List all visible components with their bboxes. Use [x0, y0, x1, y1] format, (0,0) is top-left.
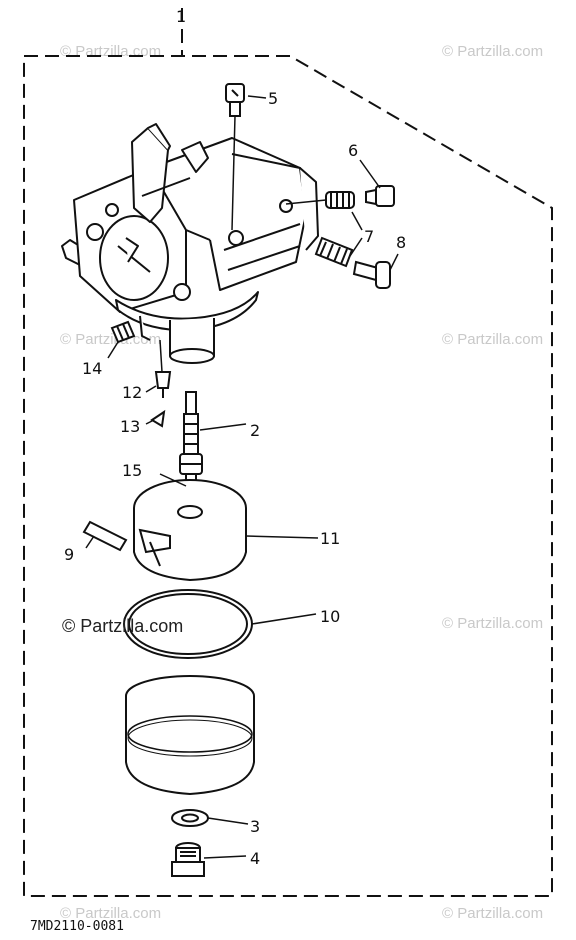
callout-9: 9 — [64, 545, 74, 564]
part-11-float — [133, 479, 247, 582]
part-6-screw — [365, 185, 395, 207]
part-8-screw — [352, 260, 391, 289]
part-14-screw — [110, 320, 136, 344]
assembly-boundary — [23, 8, 553, 897]
watermark-mid-right: © Partzilla.com — [442, 331, 543, 348]
callout-13: 13 — [120, 417, 140, 436]
part-3-washer — [171, 809, 209, 827]
callout-7: 7 — [364, 227, 374, 246]
callout-1: 1 — [176, 7, 186, 26]
watermark-mid-left: © Partzilla.com — [60, 331, 161, 348]
carburetor-body — [61, 123, 319, 364]
callout-4: 4 — [250, 849, 260, 868]
callout-11: 11 — [320, 529, 340, 548]
watermark-lower-right: © Partzilla.com — [442, 615, 543, 632]
watermark-main: © Partzilla.com — [62, 616, 183, 636]
leader-lines — [85, 95, 399, 859]
callout-12: 12 — [122, 383, 142, 402]
callout-15: 15 — [122, 461, 142, 480]
callout-5: 5 — [268, 89, 278, 108]
callout-14: 14 — [82, 359, 102, 378]
callout-3: 3 — [250, 817, 260, 836]
part-13-clip — [150, 409, 166, 428]
part-2-nozzle — [179, 391, 203, 475]
callout-8: 8 — [396, 233, 406, 252]
part-9-pin — [82, 520, 128, 552]
part-12-needle — [154, 339, 172, 398]
watermark-top-left: © Partzilla.com — [60, 43, 161, 60]
part-4-bolt — [171, 842, 205, 877]
part-7-springs — [285, 191, 355, 268]
callout-6: 6 — [348, 141, 358, 160]
watermark-bottom-right: © Partzilla.com — [442, 905, 543, 922]
float-bowl — [125, 675, 255, 796]
drawing-code: 7MD2110-0081 — [30, 919, 124, 934]
part-5-screw — [225, 83, 245, 231]
watermark-top-right: © Partzilla.com — [442, 43, 543, 60]
watermark-bottom-left: © Partzilla.com — [60, 905, 161, 922]
callout-10: 10 — [320, 607, 340, 626]
callout-2: 2 — [250, 421, 260, 440]
callout-labels: 1 2 3 4 5 6 7 8 9 10 11 12 13 14 15 — [64, 7, 406, 868]
